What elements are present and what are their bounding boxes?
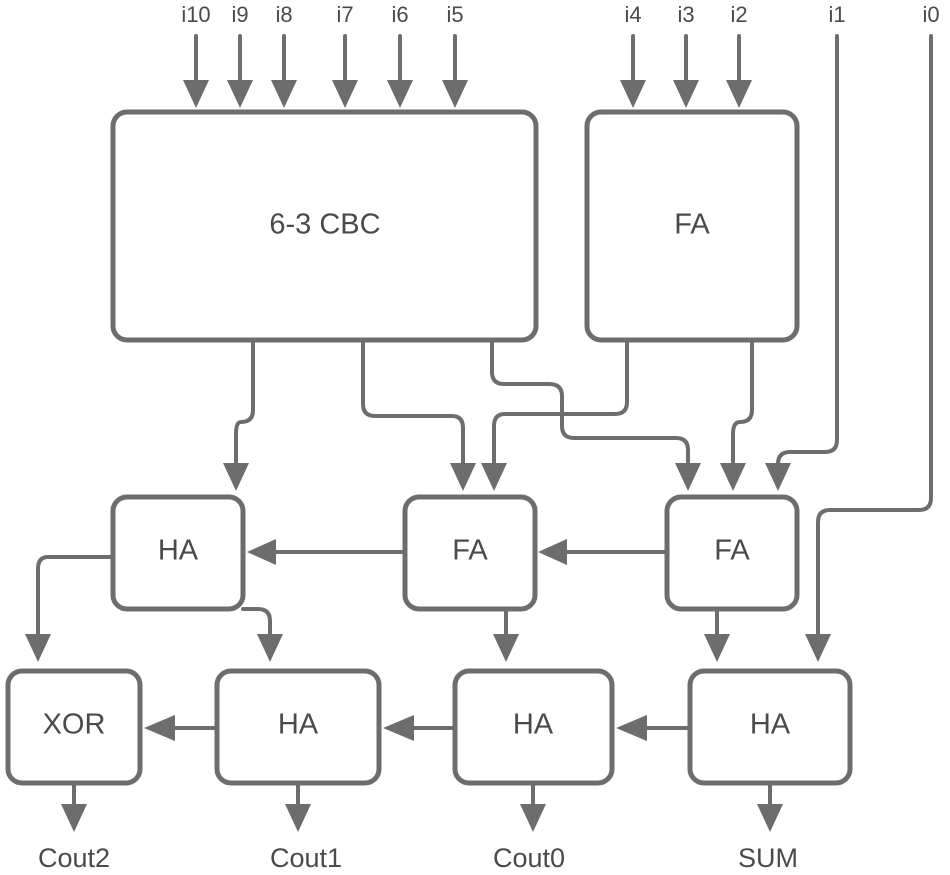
input-label-i4: i4: [624, 2, 641, 27]
fa-mid-to-ha-bot2-wire: [493, 607, 519, 662]
ha-mid-block: [110, 494, 246, 612]
fa-top-label: FA: [674, 209, 710, 241]
i1-wire: [765, 34, 839, 491]
input-label-i6: i6: [391, 2, 408, 27]
input-wires-fa-top: [620, 34, 752, 108]
output-wires: [61, 781, 783, 832]
ha-mid-to-xor-wire: [25, 555, 115, 662]
i0-wire: [805, 34, 933, 662]
input-wires-cbc: [183, 34, 468, 108]
fa-top-to-fa-right-wire: [720, 338, 754, 491]
input-label-i9: i9: [231, 2, 248, 27]
fa-top-to-fa-mid-wire: [481, 338, 629, 491]
cbc-6-3-block: [110, 109, 539, 343]
fa-right-label: FA: [714, 535, 750, 567]
ha-bot3-to-ha-bot2-carry: [616, 715, 692, 741]
fa-mid-to-ha-mid-carry: [247, 539, 407, 565]
fa-top-block: [584, 109, 800, 343]
cbc-6-3-label: 6-3 CBC: [269, 209, 380, 241]
output-label-sum: SUM: [738, 843, 798, 873]
input-label-i5: i5: [446, 2, 463, 27]
cbc-to-ha-wire: [223, 338, 255, 491]
fa-right-to-ha-bot3-wire: [704, 607, 730, 662]
ha-mid-label: HA: [158, 535, 199, 567]
input-label-i0: i0: [922, 2, 939, 27]
output-label-cout1: Cout1: [270, 843, 342, 873]
input-label-i2: i2: [730, 2, 747, 27]
cbc-to-fa-mid-wire: [361, 338, 476, 491]
ha-bot1-label: HA: [278, 709, 319, 741]
output-label-cout2: Cout2: [38, 843, 110, 873]
ha-bot2-to-ha-bot1-carry: [383, 715, 457, 741]
input-label-i7: i7: [336, 2, 353, 27]
fa-mid-label: FA: [452, 535, 488, 567]
input-label-i8: i8: [275, 2, 292, 27]
ha-bot1-to-xor-carry: [144, 715, 219, 741]
input-label-i10: i10: [181, 2, 210, 27]
ha-bot3-label: HA: [750, 709, 791, 741]
xor-label: XOR: [43, 709, 106, 741]
fa-right-to-fa-mid-carry: [538, 539, 669, 565]
input-label-i1: i1: [828, 2, 845, 27]
ha-bot2-label: HA: [513, 709, 554, 741]
cbc-to-fa-right-wire: [490, 338, 701, 491]
ha-mid-to-ha-bot1-wire: [241, 607, 283, 662]
input-label-i3: i3: [677, 2, 694, 27]
output-label-cout0: Cout0: [493, 843, 565, 873]
